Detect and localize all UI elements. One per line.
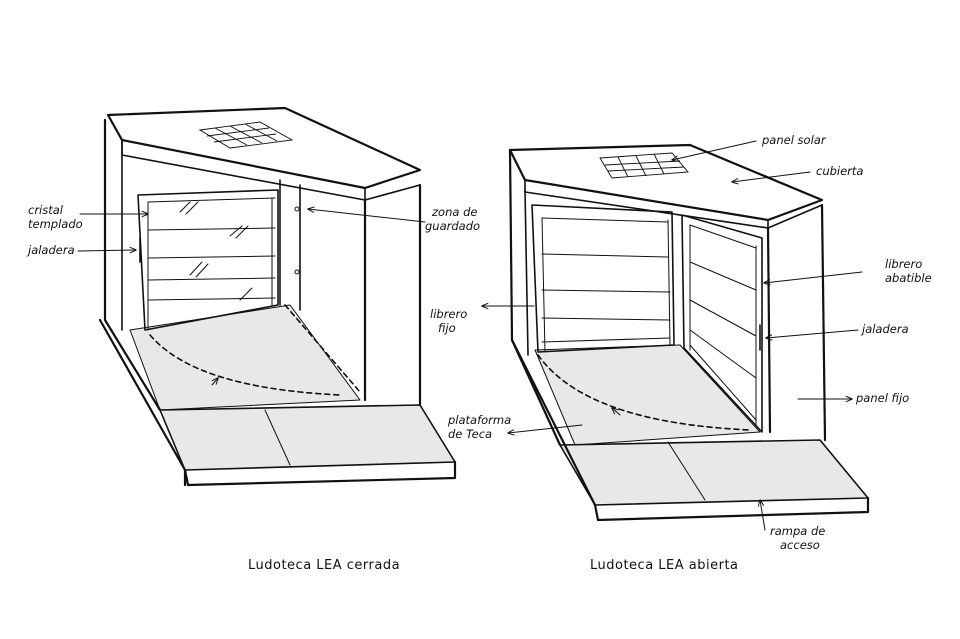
label-acceso: acceso — [780, 538, 820, 552]
right-ramp — [560, 440, 868, 505]
right-fixed-shelf — [531, 204, 675, 353]
label-plataforma: plataforma — [447, 413, 511, 427]
label-panel-solar: panel solar — [761, 133, 827, 147]
label-rampa: rampa de — [770, 524, 825, 538]
right-labels: panel solar cubierta librero abatible ja… — [482, 133, 932, 573]
left-platform — [130, 305, 360, 410]
left-roof — [106, 106, 422, 190]
right-roof — [508, 143, 824, 222]
label-teca: de Teca — [448, 427, 492, 441]
label-jaladera-left: jaladera — [26, 243, 75, 257]
label-librero-abatible: librero — [885, 257, 922, 271]
ludoteca-open-drawing — [508, 143, 870, 522]
right-solar-panel — [599, 152, 689, 179]
label-fijo: fijo — [438, 321, 456, 335]
left-ramp — [160, 405, 455, 470]
left-side-wall — [103, 118, 162, 412]
left-solar-panel — [198, 121, 294, 149]
label-zona: zona de — [431, 205, 477, 219]
left-labels: cristal templado jaladera zona de guarda… — [26, 203, 511, 573]
right-swing-shelf — [681, 214, 763, 433]
caption-open: Ludoteca LEA abierta — [590, 558, 739, 573]
label-guardado: guardado — [425, 219, 480, 233]
right-side-wall — [508, 148, 562, 447]
label-cristal: cristal — [28, 203, 64, 217]
label-jaladera-right: jaladera — [860, 322, 909, 336]
label-librero-fijo: librero — [430, 307, 467, 321]
label-panel-fijo: panel fijo — [855, 391, 909, 405]
left-glass-shelf — [137, 189, 279, 331]
ludoteca-closed-drawing — [98, 106, 457, 487]
caption-closed: Ludoteca LEA cerrada — [248, 558, 400, 573]
label-templado: templado — [28, 217, 83, 231]
label-abatible: abatible — [885, 271, 932, 285]
label-cubierta: cubierta — [816, 164, 863, 178]
right-platform — [535, 345, 760, 445]
